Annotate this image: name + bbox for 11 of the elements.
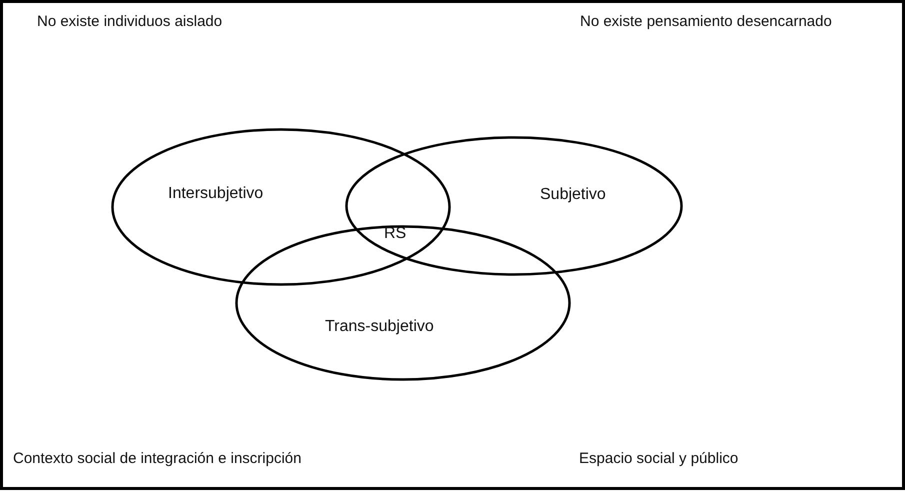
venn-ellipse — [345, 136, 683, 276]
note-text: No existe pensamiento desencarnado — [580, 13, 832, 30]
venn-ellipse — [111, 128, 451, 286]
note-text: Contexto social de integración e inscripción — [13, 450, 302, 467]
intersection-label: RS — [384, 225, 406, 243]
venn-ellipse — [235, 225, 571, 381]
set-label: Trans-subjetivo — [325, 318, 434, 336]
note-text: No existe individuos aislado — [37, 13, 222, 30]
set-label: Intersubjetivo — [168, 185, 264, 203]
set-label: Subjetivo — [540, 186, 606, 204]
note-text: Espacio social y público — [579, 450, 738, 467]
